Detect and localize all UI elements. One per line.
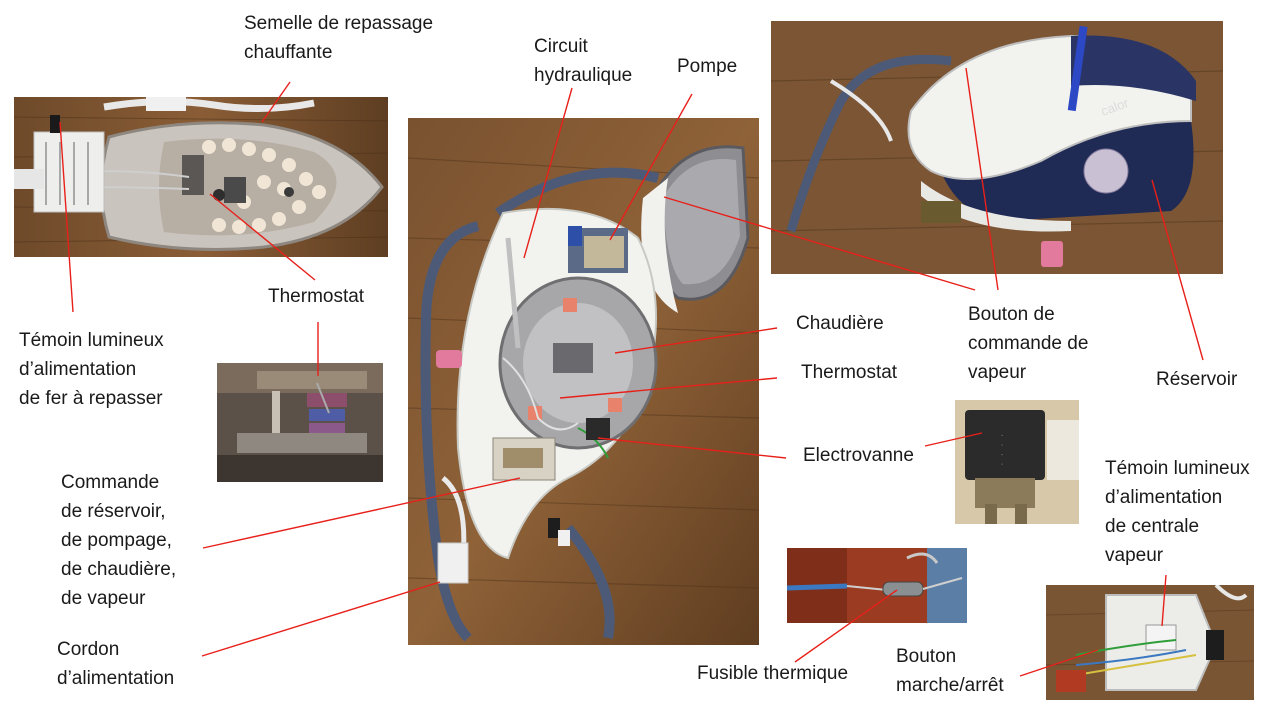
leader-reservoir	[1151, 179, 1204, 361]
label-bouton-vapeur: Bouton de commande de vapeur	[968, 304, 1089, 383]
label-pompe: Pompe	[677, 56, 738, 77]
label-cordon: Cordon d’alimentation	[57, 639, 175, 689]
leader-circuit	[523, 87, 573, 259]
leader-pompe	[609, 93, 693, 241]
label-thermostat-left: Thermostat	[268, 286, 365, 307]
leader-fusible	[794, 589, 898, 663]
leader-thermostat-left-top	[209, 193, 316, 281]
photo-thermostat-closeup	[217, 363, 383, 482]
leader-thermostat-center	[559, 377, 778, 399]
label-fusible: Fusible thermique	[697, 663, 849, 684]
label-circuit-hydraulique: Circuit hydraulique	[534, 36, 633, 86]
leader-chaudiere	[614, 327, 778, 354]
label-electrovanne: Electrovanne	[803, 445, 914, 466]
leader-temoin-centrale	[1161, 574, 1167, 627]
label-commande: Commande de réservoir, de pompage, de ch…	[61, 472, 177, 609]
leader-temoin-fer	[59, 121, 74, 313]
leader-bouton-vapeur-b	[965, 67, 999, 291]
label-semelle: Semelle de repassage chauffante	[244, 13, 434, 63]
photo-thermal-fuse-closeup	[787, 548, 967, 623]
label-reservoir: Réservoir	[1156, 369, 1238, 390]
leader-bouton-vapeur-a	[663, 196, 976, 291]
label-thermostat-center: Thermostat	[801, 362, 898, 383]
photo-iron-soleplate	[14, 97, 388, 257]
label-bouton-marche: Bouton marche/arrêt	[896, 646, 1004, 696]
leader-cordon	[201, 581, 441, 657]
leader-bouton-marche	[1019, 649, 1099, 677]
photo-steam-station-open	[408, 118, 759, 645]
leader-semelle	[261, 81, 291, 123]
svg-text:· · · ·: · · · ·	[997, 433, 1006, 467]
label-temoin-fer: Témoin lumineux d’alimentation de fer à …	[19, 330, 164, 409]
photo-steam-station-assembled: calor	[771, 21, 1223, 274]
label-temoin-centrale: Témoin lumineux d’alimentation de centra…	[1105, 458, 1250, 566]
leader-electrovanne-photo	[924, 432, 983, 447]
photo-power-switch-closeup	[1046, 585, 1254, 700]
photo-electrovalve-closeup: · · · ·	[955, 400, 1079, 524]
leader-commande	[202, 477, 521, 549]
leader-electrovanne	[597, 437, 787, 459]
label-chaudiere: Chaudière	[796, 313, 884, 334]
